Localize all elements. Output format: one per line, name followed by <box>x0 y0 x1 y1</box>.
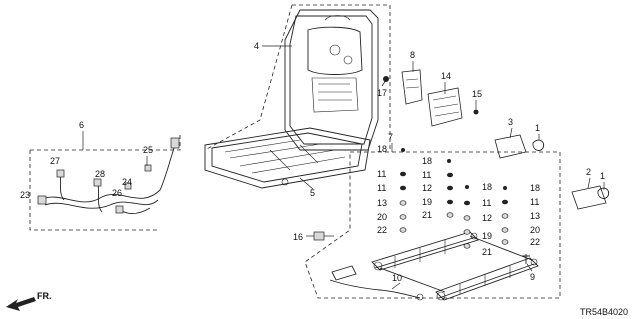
callout-4: 4 <box>254 41 259 51</box>
seat-track-boundary <box>304 151 561 299</box>
callout-8: 8 <box>410 50 415 60</box>
screw-17 <box>383 76 389 82</box>
clip-1a <box>532 139 545 151</box>
callout-6: 6 <box>79 120 84 130</box>
fastener-midright-0: 18 <box>482 182 492 192</box>
fastener-left-2: 11 <box>377 183 386 193</box>
fastener-icons <box>399 148 509 249</box>
callout-3: 3 <box>508 117 513 127</box>
bolt-16 <box>313 231 334 241</box>
harness-boundary <box>29 135 181 231</box>
fastener-left-0: 18 <box>377 144 387 154</box>
fastener-left-1: 11 <box>377 169 386 179</box>
callout-1a: 1 <box>535 123 540 133</box>
callout-14: 14 <box>441 71 451 81</box>
fastener-mid-1: 11 <box>422 170 431 180</box>
callout-28: 28 <box>95 169 105 179</box>
callout-17: 17 <box>377 88 387 98</box>
side-trim-cover <box>427 87 463 127</box>
callout-9: 9 <box>530 272 535 282</box>
callout-23: 23 <box>20 190 30 200</box>
fastener-midright-3: 19 <box>482 231 492 241</box>
front-direction-arrow: FR. <box>6 291 52 311</box>
callout-26: 26 <box>112 188 122 198</box>
fastener-left-5: 22 <box>377 225 387 235</box>
fastener-right-4: 22 <box>530 237 540 247</box>
callout-10: 10 <box>392 273 402 283</box>
leader-lines <box>82 45 605 290</box>
recliner-cover <box>401 69 423 105</box>
fastener-midright-4: 21 <box>482 247 492 257</box>
seat-cushion-frame <box>204 127 371 189</box>
callout-1b: 1 <box>600 171 605 181</box>
fastener-left-3: 13 <box>377 198 387 208</box>
fastener-right-3: 20 <box>530 225 540 235</box>
fastener-midright-2: 12 <box>482 213 492 223</box>
callout-5: 5 <box>310 188 315 198</box>
callout-2: 2 <box>586 167 591 177</box>
seat-track-assembly <box>371 231 539 301</box>
fastener-mid-4: 21 <box>422 210 432 220</box>
slide-cable <box>329 265 424 301</box>
wire-harness <box>37 137 180 215</box>
back-frame-boundary <box>204 4 391 151</box>
catalog-code: TR54B4020 <box>580 307 628 317</box>
fr-label: FR. <box>37 291 52 301</box>
rail-cover-3 <box>494 134 527 159</box>
fastener-right-1: 11 <box>530 197 539 207</box>
fastener-left-4: 20 <box>377 212 387 222</box>
clip-1b <box>597 187 610 199</box>
callout-7: 7 <box>388 132 393 142</box>
callout-24: 24 <box>122 177 132 187</box>
bolt-9 <box>522 254 530 264</box>
callout-16: 16 <box>293 232 303 242</box>
callout-27: 27 <box>50 156 60 166</box>
fastener-right-0: 18 <box>530 183 540 193</box>
fastener-mid-3: 19 <box>422 197 432 207</box>
callout-15: 15 <box>472 89 482 99</box>
screw-15 <box>473 109 479 115</box>
fastener-mid-0: 18 <box>422 156 432 166</box>
fastener-mid-2: 12 <box>422 183 432 193</box>
seat-back-frame <box>284 9 379 151</box>
fastener-right-2: 13 <box>530 211 540 221</box>
fastener-midright-1: 11 <box>482 198 491 208</box>
callout-25: 25 <box>143 145 153 155</box>
